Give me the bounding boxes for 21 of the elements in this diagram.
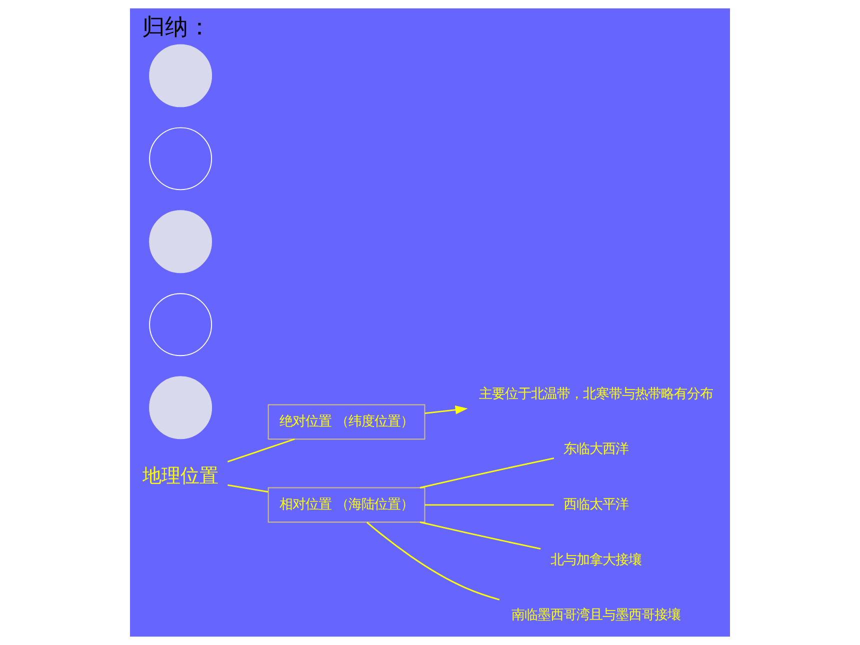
node-circle	[149, 44, 212, 108]
node-circle	[149, 376, 212, 440]
connector	[228, 484, 268, 493]
node-text: 南临墨西哥湾且与墨西哥接壤	[511, 608, 680, 624]
node-text: 北与加拿大接壤	[550, 552, 642, 568]
node-box: 绝对位置 （纬度位置）	[268, 404, 426, 440]
node-circle	[149, 127, 212, 190]
connector	[420, 521, 541, 550]
node-text: 西临太平洋	[563, 497, 628, 512]
diagram-title: 归纳：	[142, 14, 211, 40]
node-text: 主要位于北温带，北寒带与热带略有分布	[478, 386, 713, 402]
connector	[420, 458, 554, 488]
connector	[227, 438, 295, 462]
node-circle	[149, 210, 212, 274]
node-box: 相对位置 （海陆位置）	[268, 487, 426, 523]
node-circle	[149, 293, 212, 356]
node-text: 地理位置	[142, 465, 219, 488]
connector	[366, 522, 500, 600]
connector	[424, 504, 554, 506]
arrow	[424, 406, 468, 414]
node-text: 东临大西洋	[563, 442, 628, 458]
